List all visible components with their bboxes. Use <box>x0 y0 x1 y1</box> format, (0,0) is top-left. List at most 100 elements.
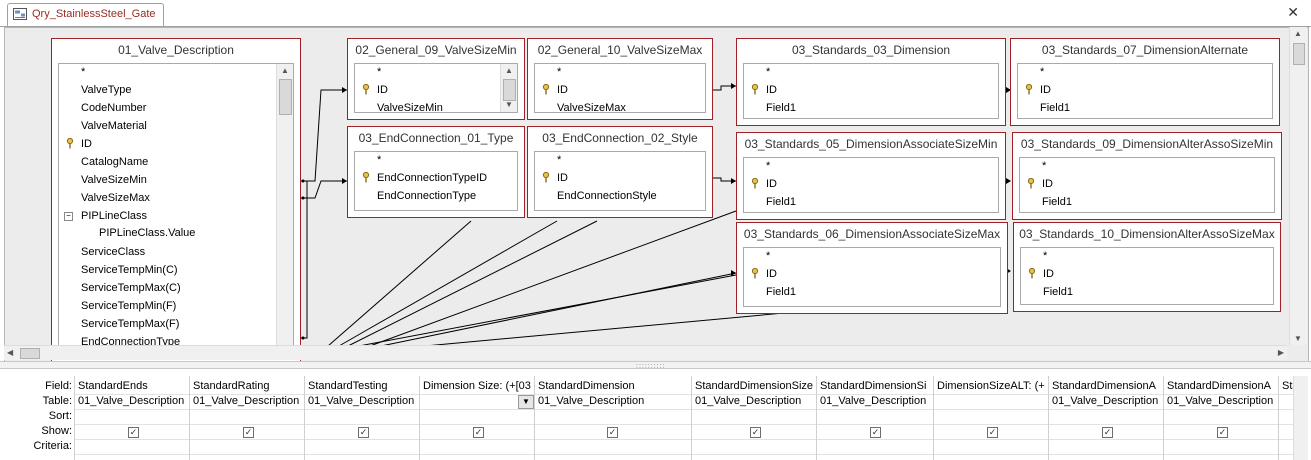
field-item[interactable]: * <box>1042 160 1047 172</box>
table-standards-dimension-alternate[interactable]: 03_Standards_07_DimensionAlternate * ID … <box>1010 38 1280 126</box>
field-item[interactable]: ID <box>766 178 777 190</box>
table-cell[interactable]: 01_Valve_Description <box>1052 395 1159 407</box>
show-checkbox[interactable]: ✓ <box>1217 427 1228 438</box>
pane-splitter[interactable]: :::::::::: <box>0 361 1311 370</box>
show-checkbox[interactable]: ✓ <box>473 427 484 438</box>
field-item[interactable]: EndConnectionTypeID <box>377 172 488 184</box>
field-item[interactable]: PIPLineClass.Value <box>99 227 196 239</box>
field-item[interactable]: CodeNumber <box>81 102 147 114</box>
vertical-scrollbar[interactable]: ▲ ▼ <box>500 64 517 112</box>
show-checkbox[interactable]: ✓ <box>987 427 998 438</box>
field-item[interactable]: ServiceTempMax(C) <box>81 282 181 294</box>
field-cell[interactable]: StandardDimensionA <box>1052 380 1156 392</box>
field-item[interactable]: ID <box>557 84 568 96</box>
table-standards-associate-sizemax[interactable]: 03_Standards_06_DimensionAssociateSizeMa… <box>736 222 1008 314</box>
show-checkbox[interactable]: ✓ <box>750 427 761 438</box>
table-valvesizemax[interactable]: 02_General_10_ValveSizeMax * ID ValveSiz… <box>527 38 713 120</box>
grid-column[interactable]: Dimension Size: (+[03 ▼ ✓ <box>419 376 535 460</box>
field-item[interactable]: * <box>766 66 771 78</box>
field-cell[interactable]: Dimension Size: (+[03 <box>423 380 531 392</box>
collapse-icon[interactable]: − <box>64 212 73 221</box>
scroll-thumb[interactable] <box>279 79 292 115</box>
table-cell[interactable]: 01_Valve_Description <box>820 395 927 407</box>
grid-column[interactable]: DimensionSizeALT: (+ ✓ <box>933 376 1049 460</box>
field-item[interactable]: ID <box>766 84 777 96</box>
field-item[interactable]: ID <box>557 172 568 184</box>
field-item[interactable]: ID <box>81 138 92 150</box>
field-item[interactable]: Field1 <box>1042 196 1072 208</box>
field-cell[interactable]: StandardDimensionSi <box>820 380 927 392</box>
field-item[interactable]: Field1 <box>1040 102 1070 114</box>
field-item[interactable]: ID <box>1043 268 1054 280</box>
field-item[interactable]: * <box>377 154 382 166</box>
field-item[interactable]: ID <box>1042 178 1053 190</box>
splitter-grip-icon[interactable]: :::::::::: <box>636 363 666 370</box>
table-endconnection-style[interactable]: 03_EndConnection_02_Style * ID EndConnec… <box>527 126 713 218</box>
field-item[interactable]: Field1 <box>766 196 796 208</box>
design-horizontal-scrollbar[interactable]: ◀ ▶ <box>4 345 1287 360</box>
field-cell[interactable]: StandardDimensionSize <box>695 380 814 392</box>
scroll-up-icon[interactable]: ▲ <box>505 66 513 75</box>
table-standards-dimension[interactable]: 03_Standards_03_Dimension * ID Field1 <box>736 38 1006 126</box>
field-item[interactable]: * <box>1040 66 1045 78</box>
grid-column[interactable]: Sta <box>1278 376 1294 460</box>
table-standards-associate-sizemin[interactable]: 03_Standards_05_DimensionAssociateSizeMi… <box>736 132 1006 220</box>
grid-column[interactable]: StandardDimensionSi 01_Valve_Description… <box>816 376 934 460</box>
field-item[interactable]: Field1 <box>766 286 796 298</box>
field-item[interactable]: CatalogName <box>81 156 149 168</box>
vertical-scrollbar[interactable]: ▲ <box>276 64 293 355</box>
field-item[interactable]: ServiceTempMin(C) <box>81 264 178 276</box>
field-item[interactable]: ServiceClass <box>81 246 146 258</box>
field-item[interactable]: PIPLineClass <box>81 210 148 222</box>
table-endconnection-type[interactable]: 03_EndConnection_01_Type * EndConnection… <box>347 126 525 218</box>
field-item[interactable]: Field1 <box>1043 286 1073 298</box>
table-standards-alter-sizemax[interactable]: 03_Standards_10_DimensionAlterAssoSizeMa… <box>1013 222 1281 312</box>
field-item[interactable]: ValveSizeMax <box>557 102 626 113</box>
field-cell[interactable]: StandardTesting <box>308 380 388 392</box>
grid-vertical-scrollbar[interactable] <box>1293 376 1308 460</box>
table-standards-alter-sizemin[interactable]: 03_Standards_09_DimensionAlterAssoSizeMi… <box>1012 132 1282 220</box>
scroll-down-icon[interactable]: ▼ <box>505 100 513 109</box>
design-vertical-scrollbar[interactable]: ▲ ▼ <box>1289 27 1307 345</box>
field-item[interactable]: ValveSizeMin <box>81 174 147 186</box>
field-item[interactable]: ValveSizeMax <box>81 192 150 204</box>
field-item[interactable]: ID <box>377 84 388 96</box>
field-item[interactable]: * <box>766 250 771 262</box>
scroll-up-icon[interactable]: ▲ <box>1294 29 1302 38</box>
table-cell[interactable]: 01_Valve_Description <box>1167 395 1274 407</box>
field-item[interactable]: * <box>557 154 562 166</box>
field-item[interactable]: ValveSizeMin <box>377 102 443 113</box>
show-checkbox[interactable]: ✓ <box>607 427 618 438</box>
field-item[interactable]: ServiceTempMax(F) <box>81 318 180 330</box>
table-valvesizemin[interactable]: 02_General_09_ValveSizeMin * ID ValveSiz… <box>347 38 525 120</box>
grid-column[interactable]: StandardRating 01_Valve_Description ✓ <box>189 376 305 460</box>
grid-column[interactable]: StandardTesting 01_Valve_Description ✓ <box>304 376 420 460</box>
field-item[interactable]: ID <box>1040 84 1051 96</box>
field-item[interactable]: ValveType <box>81 84 132 96</box>
field-cell[interactable]: StandardDimension <box>538 380 635 392</box>
table-valve-description[interactable]: 01_Valve_Description * ValveType CodeNum… <box>51 38 301 361</box>
scroll-thumb[interactable] <box>20 348 40 359</box>
scroll-left-icon[interactable]: ◀ <box>7 348 14 357</box>
field-item[interactable]: ValveMaterial <box>81 120 147 132</box>
grid-column[interactable]: StandardDimension 01_Valve_Description ✓ <box>534 376 692 460</box>
dropdown-arrow-icon[interactable]: ▼ <box>518 395 534 409</box>
show-checkbox[interactable]: ✓ <box>870 427 881 438</box>
grid-column[interactable]: StandardDimensionA 01_Valve_Description … <box>1048 376 1164 460</box>
field-cell[interactable]: StandardEnds <box>78 380 148 392</box>
field-cell[interactable]: DimensionSizeALT: (+ <box>937 380 1045 392</box>
show-checkbox[interactable]: ✓ <box>358 427 369 438</box>
show-checkbox[interactable]: ✓ <box>1102 427 1113 438</box>
tab-query[interactable]: Qry_StainlessSteel_Gate <box>7 3 164 26</box>
scroll-down-icon[interactable]: ▼ <box>1294 334 1302 343</box>
field-item[interactable]: ServiceTempMin(F) <box>81 300 177 312</box>
field-cell[interactable]: StandardDimensionA <box>1167 380 1271 392</box>
field-item[interactable]: * <box>81 66 86 78</box>
scroll-thumb[interactable] <box>503 79 516 101</box>
field-cell[interactable]: Sta <box>1282 380 1293 392</box>
grid-column[interactable]: StandardDimensionSize 01_Valve_Descripti… <box>691 376 817 460</box>
grid-column[interactable]: StandardEnds 01_Valve_Description ✓ <box>74 376 190 460</box>
scroll-up-icon[interactable]: ▲ <box>281 66 289 75</box>
table-cell[interactable]: 01_Valve_Description <box>695 395 802 407</box>
show-checkbox[interactable]: ✓ <box>243 427 254 438</box>
